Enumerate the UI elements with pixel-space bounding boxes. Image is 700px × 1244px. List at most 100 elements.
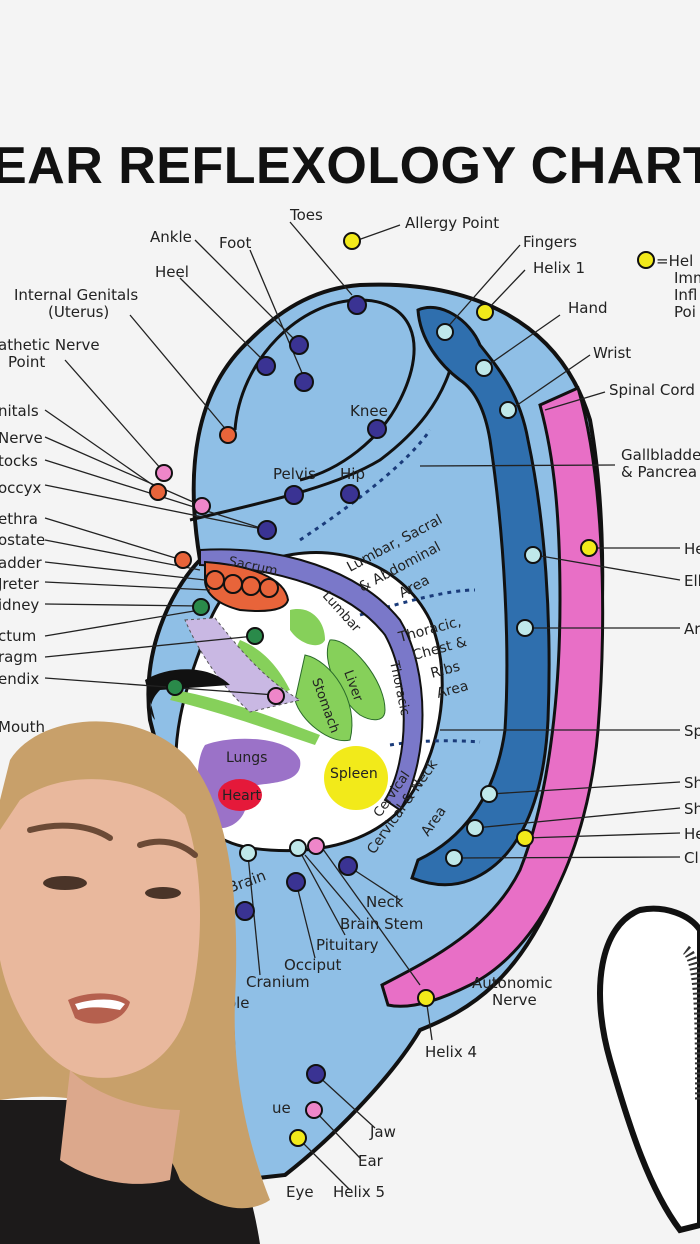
sacrum-block <box>204 560 290 612</box>
label-autonomic-2: Nerve <box>492 991 537 1009</box>
label-allergy-point: Allergy Point <box>405 214 499 232</box>
label-diaphragm: ragm <box>0 648 38 666</box>
label-spinal-cord: Spinal Cord <box>609 381 695 399</box>
label-tongue: ue <box>272 1099 291 1117</box>
point-hip <box>340 484 360 504</box>
stomach-shape <box>294 654 353 742</box>
label-sympathetic: athetic Nerve <box>0 336 100 354</box>
label-right-he: He <box>684 540 700 558</box>
label-hip: Hip <box>340 465 365 483</box>
label-ureter: Jreter <box>0 575 40 593</box>
label-fingers: Fingers <box>523 233 577 251</box>
label-right-ar: Ar <box>684 620 700 638</box>
label-knee: Knee <box>350 402 388 420</box>
label-neck: Neck <box>366 893 404 911</box>
label-helix1: Helix 1 <box>533 259 585 277</box>
label-right-sp: Sp <box>684 722 700 740</box>
label-ankle: Ankle <box>150 228 192 246</box>
point-arm <box>516 619 534 637</box>
point-helix5 <box>289 1129 307 1147</box>
label-heel: Heel <box>155 263 189 281</box>
presenter-face <box>0 779 200 1078</box>
label-brain-stem: Brain Stem <box>340 915 423 933</box>
point-wrist <box>499 401 517 419</box>
point-neck <box>338 856 358 876</box>
point-helix1 <box>476 303 494 321</box>
label-lungs: Lungs <box>226 750 267 766</box>
point-helix-right <box>580 539 598 557</box>
point-urethra <box>174 551 192 569</box>
label-wrist: Wrist <box>593 344 631 362</box>
legend-line-4: Poi <box>674 303 696 321</box>
label-foot: Foot <box>219 234 251 252</box>
label-right-el: Ell <box>684 572 700 590</box>
lumbar-arc <box>199 548 424 812</box>
label-nerve: Nerve <box>0 429 43 447</box>
label-genitals: nitals <box>0 402 39 420</box>
point-diaphragm <box>246 627 264 645</box>
point-jaw <box>306 1064 326 1084</box>
label-helix5: Helix 5 <box>333 1183 385 1201</box>
label-sympathetic-2: Point <box>8 353 45 371</box>
label-autonomic: Autonomic <box>472 974 553 992</box>
label-bladder: adder <box>0 554 42 572</box>
label-pituitary: Pituitary <box>316 936 379 954</box>
point-internal-genitals <box>219 426 237 444</box>
presenter-overlay <box>0 721 270 1244</box>
spleen-shape <box>324 746 388 810</box>
point-brain2 <box>289 839 307 857</box>
label-prostate: ostate <box>0 531 45 549</box>
point-heel <box>294 372 314 392</box>
point-hand <box>475 359 493 377</box>
point-fingers <box>436 323 454 341</box>
point-foot <box>289 335 309 355</box>
helix-band <box>380 385 605 1008</box>
point-occiput <box>286 872 306 892</box>
label-right-cl: Cl <box>684 849 699 867</box>
point-kidney <box>192 598 210 616</box>
label-ear: Ear <box>358 1152 384 1170</box>
point-ankle <box>256 356 276 376</box>
point-shoulder1 <box>480 785 498 803</box>
legend-line-3: Infl <box>674 286 697 304</box>
point-genitals <box>149 483 167 501</box>
chart-title: EAR REFLEXOLOGY CHART <box>0 137 700 195</box>
presenter-eye-left <box>43 876 87 890</box>
label-internal-genitals: Internal Genitals <box>14 286 138 304</box>
point-elbow <box>524 546 542 564</box>
label-cranium: Cranium <box>246 973 310 991</box>
point-mouth <box>166 678 184 696</box>
point-pelvis <box>284 485 304 505</box>
point-toes <box>347 295 367 315</box>
label-kidney: idney <box>0 596 39 614</box>
point-allergy <box>343 232 361 250</box>
label-occiput: Occiput <box>284 956 341 974</box>
label-right-sh1: Sh <box>684 774 700 792</box>
legend-marker <box>637 251 655 269</box>
point-brain1 <box>239 844 257 862</box>
point-nerve <box>193 497 211 515</box>
point-helix4 <box>417 989 435 1007</box>
label-right-he2: He <box>684 825 700 843</box>
label-spleen: Spleen <box>330 766 378 782</box>
reflex-points <box>149 232 655 1147</box>
label-appendix: endix <box>0 670 39 688</box>
point-temple <box>235 901 255 921</box>
point-helix3 <box>516 829 534 847</box>
label-thoracic-area-3: Ribs <box>429 659 462 682</box>
label-internal-genitals-2: (Uterus) <box>48 303 109 321</box>
presenter-eye-right <box>145 887 181 899</box>
label-toes: Toes <box>289 206 323 224</box>
label-right-sh2: Sh <box>684 800 700 818</box>
label-urethra: ethra <box>0 510 38 528</box>
point-clavicle <box>445 849 463 867</box>
label-helix4: Helix 4 <box>425 1043 477 1061</box>
label-rectum: ctum <box>0 627 36 645</box>
label-buttocks: tocks <box>0 452 38 470</box>
label-gallbladder-2: & Pancrea <box>621 463 697 481</box>
point-sympathetic <box>155 464 173 482</box>
label-coccyx: occyx <box>0 479 42 497</box>
point-brainstem <box>307 837 325 855</box>
